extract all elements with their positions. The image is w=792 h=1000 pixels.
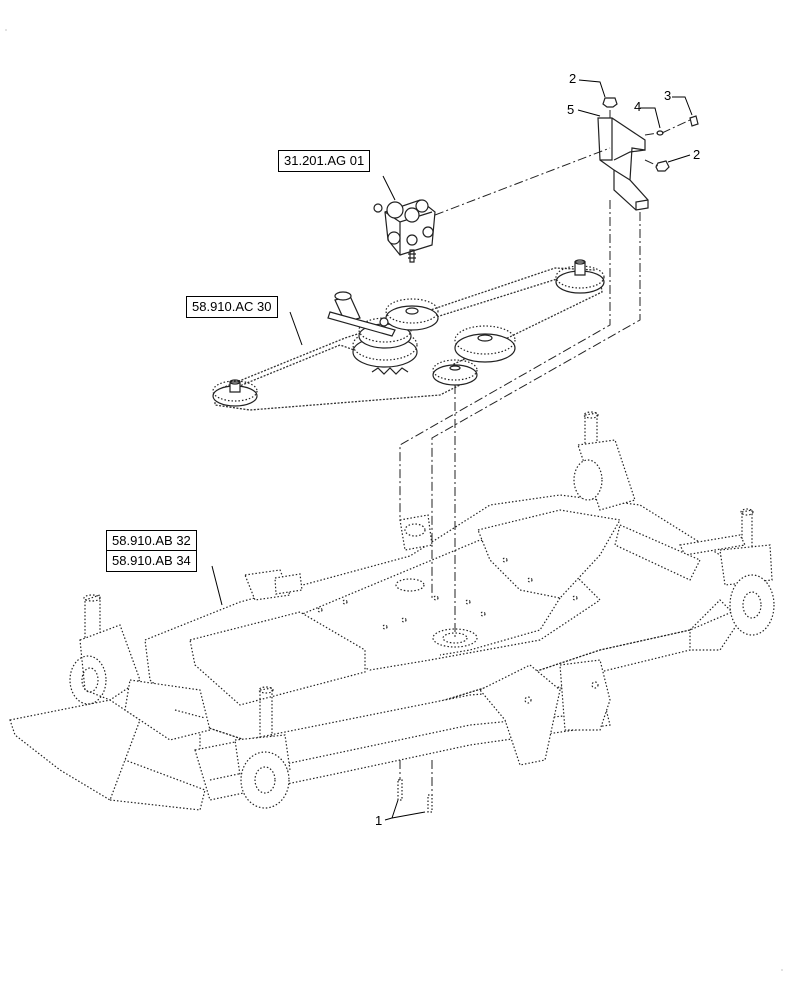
callout-number: 2 [693, 147, 701, 162]
corner-mark [5, 29, 7, 31]
callout-number: 2 [569, 71, 577, 86]
mower-deck [9, 411, 775, 813]
callout-number: 1 [375, 813, 383, 828]
corner-mark [781, 969, 783, 971]
callout-number: 3 [664, 88, 672, 103]
reference-label-deck-2[interactable]: 58.910.AB 34 [106, 550, 197, 572]
callout-number: 5 [567, 102, 575, 117]
callout-number: 4 [634, 99, 642, 114]
reference-label-deck-1[interactable]: 58.910.AB 32 [106, 530, 197, 551]
bracket-assembly [597, 97, 699, 211]
reference-label-gearbox[interactable]: 31.201.AG 01 [278, 150, 371, 172]
center-lines [399, 110, 691, 795]
leader-lines [211, 79, 693, 821]
reference-label-belt[interactable]: 58.910.AC 30 [186, 296, 278, 318]
gearbox [373, 199, 436, 263]
belt-drive-assembly [212, 259, 605, 411]
